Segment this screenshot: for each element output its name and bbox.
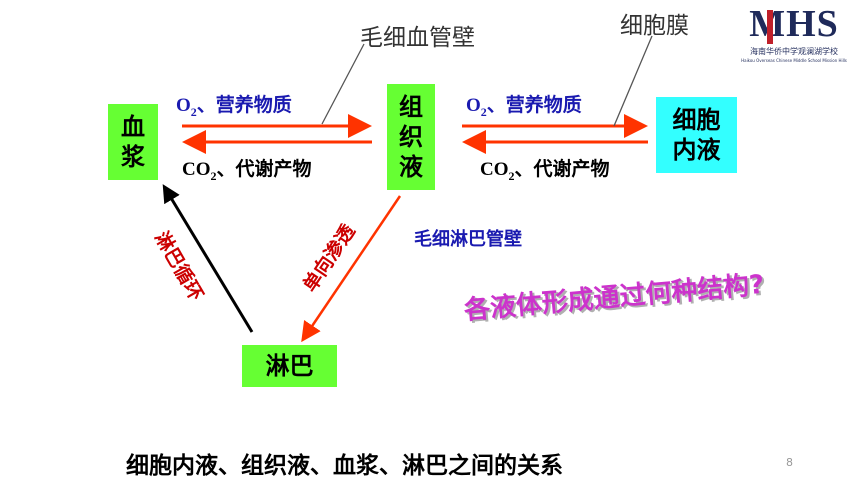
arrow-lymph-to-plasma: [162, 184, 254, 333]
nutrients-text: 、营养物质: [486, 94, 582, 116]
o2-nutrients-left: O2、营养物质: [176, 90, 292, 120]
plasma-box: 血 浆: [108, 104, 158, 180]
co2-waste-right: CO2、代谢产物: [480, 154, 610, 184]
logo-red-bar: [767, 10, 773, 44]
intracellular-fluid-box: 细胞 内液: [656, 97, 737, 173]
cell-membrane-pointer: [613, 35, 653, 127]
waste-text: 、代谢产物: [514, 158, 610, 180]
o2-symbol: O: [466, 95, 481, 116]
slide-caption: 细胞内液、组织液、血浆、淋巴之间的关系: [126, 453, 563, 479]
capillary-wall-label: 毛细血管壁: [360, 25, 475, 51]
cell-membrane-label: 细胞膜: [620, 13, 689, 39]
logo-chinese-line: 海南华侨中学观澜湖学校: [750, 47, 838, 56]
arrow-tissue-to-lymph: [301, 195, 402, 343]
o2-subscript: 2: [190, 104, 197, 119]
lymph-box: 淋巴: [242, 345, 337, 387]
co2-subscript: 2: [508, 168, 515, 183]
logo-letters: MHS: [749, 3, 839, 45]
o2-subscript: 2: [480, 104, 487, 119]
capillary-wall-pointer: [321, 43, 365, 125]
co2-subscript: 2: [210, 168, 217, 183]
co2-symbol: CO: [480, 159, 509, 180]
o2-symbol: O: [176, 95, 191, 116]
tissue-fluid-box: 组 织 液: [387, 84, 435, 190]
o2-nutrients-right: O2、营养物质: [466, 90, 582, 120]
school-logo: MHS 海南华侨中学观澜湖学校 Haikou Overseas Chinese …: [732, 3, 856, 66]
page-number: 8: [786, 456, 793, 469]
co2-waste-left: CO2、代谢产物: [182, 154, 312, 184]
co2-symbol: CO: [182, 159, 211, 180]
waste-text: 、代谢产物: [216, 158, 312, 180]
nutrients-text: 、营养物质: [196, 94, 292, 116]
lymph-capillary-wall-label: 毛细淋巴管壁: [414, 229, 522, 250]
logo-english-line: Haikou Overseas Chinese Middle School Mi…: [741, 58, 847, 63]
